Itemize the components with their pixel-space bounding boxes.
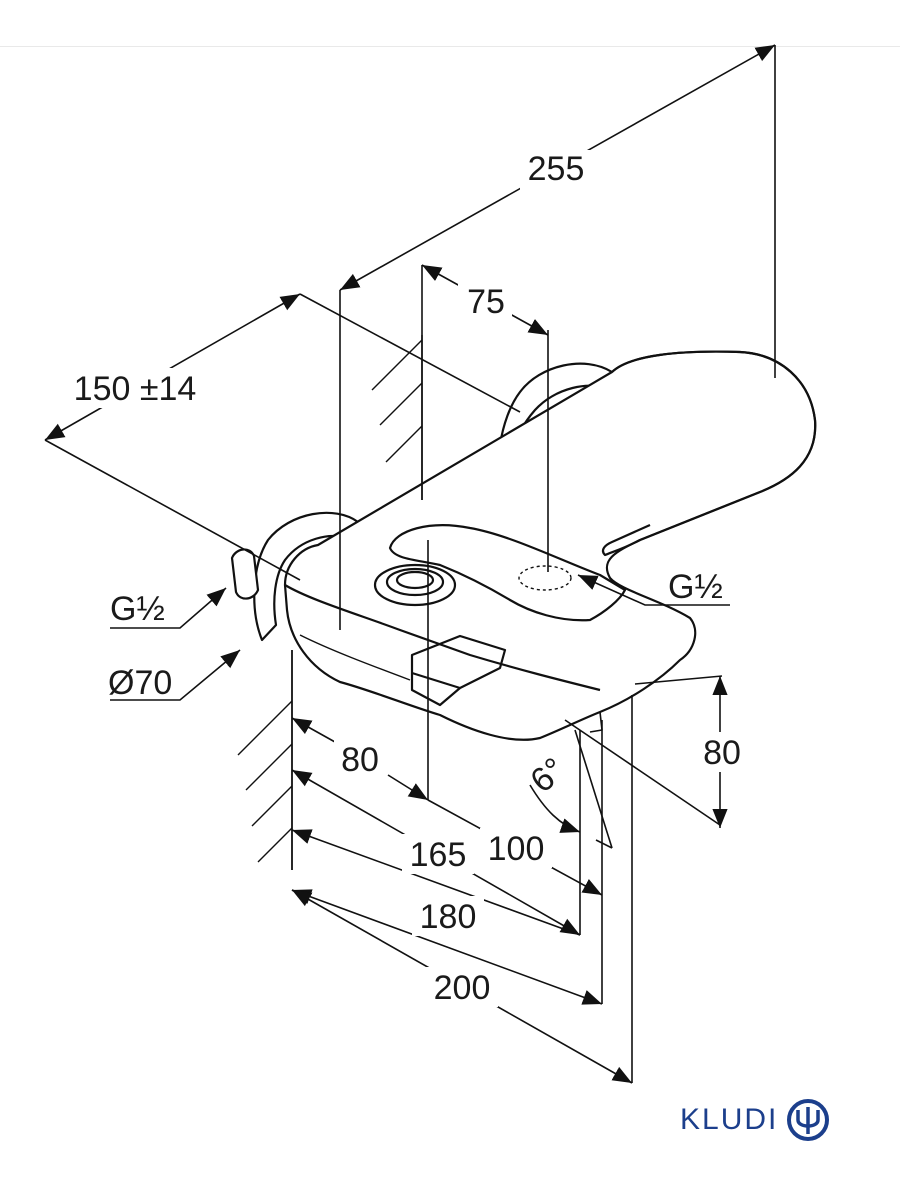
thread-left-label: G½ [110, 590, 165, 628]
dim-100: 100 [488, 830, 545, 868]
brand-name: KLUDI [680, 1103, 779, 1136]
dim-80-horizontal: 80 [341, 741, 379, 779]
dim-75: 75 [467, 283, 505, 321]
dim-200: 200 [434, 969, 491, 1007]
extension-lines [44, 45, 776, 1083]
angle-6-label: 6° [523, 750, 572, 800]
dim-165: 165 [410, 836, 467, 874]
brand-logo: KLUDI [680, 1098, 830, 1142]
kludi-trident-icon [787, 1099, 830, 1141]
mixer-body [230, 350, 817, 741]
dim-150-tolerance: 150 ±14 [74, 370, 197, 408]
dim-255: 255 [528, 150, 585, 188]
dim-180: 180 [420, 898, 477, 936]
leader-lines [110, 574, 730, 701]
diameter-70-label: Ø70 [108, 664, 172, 702]
wall-hatching [237, 335, 423, 870]
thread-right-label: G½ [668, 568, 723, 606]
dim-80-vertical: 80 [703, 734, 741, 772]
